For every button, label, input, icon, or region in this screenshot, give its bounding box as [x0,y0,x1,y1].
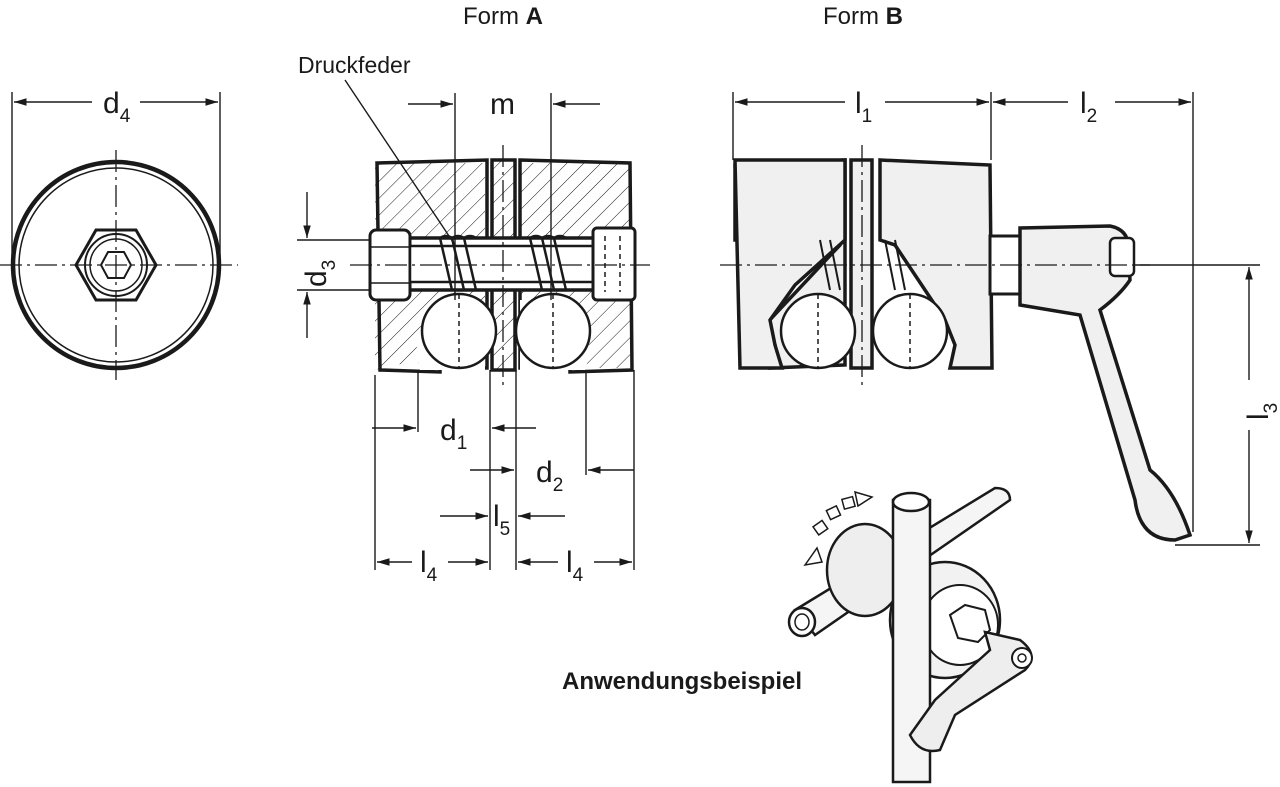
dim-m: m [490,88,515,121]
dim-d1: d1 [440,414,467,454]
dim-d3: d3 [300,260,340,287]
form-b-heading: Form B [823,3,903,30]
dim-l4-right: l4 [566,546,584,586]
dim-l3: l3 [1242,403,1280,420]
application-callout: Anwendungsbeispiel [562,668,802,695]
clamping-lever-icon [1018,224,1193,542]
spring-icon [438,234,568,291]
dim-l4-left: l4 [420,546,438,586]
form-a-heading: Form A [463,3,543,30]
dim-l1: l1 [855,87,872,127]
spring-callout: Druckfeder [298,52,411,78]
dim-d2: d2 [536,456,563,496]
application-example: Anwendungsbeispiel [562,486,1033,784]
form-a-section: Druckfeder m d3 d1 d2 l5 l [297,52,650,586]
form-b-view: l1 l2 l3 [720,87,1280,546]
rotation-arrows-icon [803,490,874,567]
dim-l5: l5 [493,500,510,540]
end-view: d4 [0,87,238,380]
dim-d4: d4 [103,87,131,127]
dim-l2: l2 [1080,87,1097,127]
